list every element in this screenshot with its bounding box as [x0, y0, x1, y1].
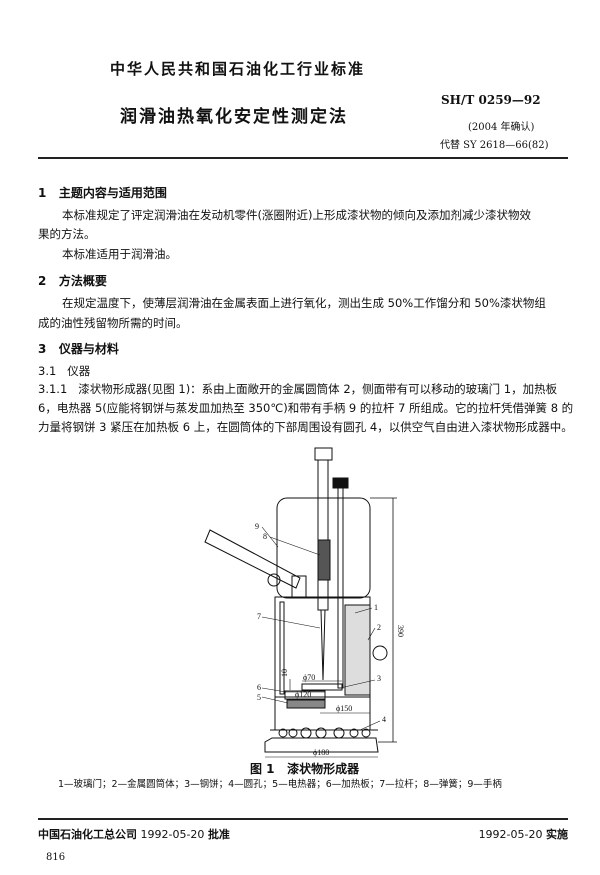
door-knob — [372, 645, 388, 661]
pull-rod — [317, 459, 329, 611]
paragraph: 本标准规定了评定润滑油在发动机零件(涨圈附近)上形成漆状物的倾向及添加剂减少漆状… — [62, 208, 531, 222]
figure-legend: 1—玻璃门；2—金属圆筒体；3—钢饼；4—圆孔；5—电热器；6—加热板；7—拉杆… — [58, 779, 502, 790]
impl-label: 实施 — [546, 828, 568, 841]
impl-date: 1992-05-20 — [478, 828, 543, 841]
section-3-heading: 3 仪器与材料 — [38, 340, 119, 357]
base — [264, 737, 379, 753]
text-line: 漆状物形成器(见图 1)：系由上面敞开的金属圆筒体 2，侧面带有可以移动的玻璃门… — [78, 382, 558, 396]
replaces-note: 代替 SY 2618—66(82) — [440, 140, 549, 151]
standard-code: SH/T 0259—92 — [441, 93, 541, 107]
spring — [317, 539, 331, 581]
subsection-title: 仪器 — [67, 364, 91, 378]
leader-lines — [261, 526, 381, 731]
approval-line: 中国石油化工总公司 1992-05-20 批准 — [38, 826, 230, 842]
height-dimension — [370, 497, 397, 743]
subsection-3-1-heading: 3.1 仪器 — [38, 362, 90, 381]
heater — [286, 699, 326, 709]
handle — [204, 529, 301, 589]
section-1-heading: 1 主题内容与适用范围 — [38, 184, 167, 201]
air-holes — [278, 727, 371, 739]
header-rule — [38, 157, 568, 159]
approve-label: 批准 — [207, 828, 230, 841]
pivot-bracket — [291, 575, 307, 599]
issuer: 中国石油化工总公司 — [38, 828, 137, 841]
paragraph: 6，电热器 5(应能将钢饼与蒸发皿加热至 350℃)和带有手柄 9 的拉杆 7 … — [38, 401, 574, 415]
figure-number: 图 1 — [250, 762, 275, 776]
threaded-rod — [337, 487, 344, 689]
page-title: 润滑油热氧化安定性测定法 — [120, 107, 348, 127]
section-2-heading: 2 方法概要 — [38, 272, 107, 289]
inner-wall — [279, 601, 285, 695]
figure-caption: 图 1 漆状物形成器 — [250, 760, 359, 777]
steel-disc — [301, 683, 343, 691]
rod-cap — [314, 447, 333, 461]
approve-date: 1992-05-20 — [140, 828, 205, 841]
implementation-line: 1992-05-20 实施 — [479, 826, 568, 842]
paragraph: 成的油性残留物所需的时间。 — [38, 316, 188, 330]
paragraph: 在规定温度下，使薄层润滑油在金属表面上进行氧化，测出生成 50%工作馏分和 50… — [62, 296, 546, 310]
paragraph: 本标准适用于润滑油。 — [62, 247, 177, 261]
subsection-number: 3.1 — [38, 364, 57, 378]
section-title: 仪器与材料 — [58, 342, 119, 356]
confirmed-note: (2004 年确认) — [468, 122, 535, 133]
footer-rule — [38, 818, 568, 820]
paragraph: 3.1.1 漆状物形成器(见图 1)：系由上面敞开的金属圆筒体 2，侧面带有可以… — [38, 380, 557, 399]
page-number: 816 — [46, 852, 66, 863]
adjust-knob — [332, 477, 349, 489]
paragraph: 果的方法。 — [38, 227, 96, 241]
section-number: 2 — [38, 274, 47, 288]
upper-housing — [276, 497, 371, 599]
org-standard-heading: 中华人民共和国石油化工行业标准 — [110, 60, 366, 78]
handle-pivot — [267, 573, 281, 587]
subsection-number: 3.1.1 — [38, 382, 68, 396]
paragraph: 力量将钢饼 3 紧压在加热板 6 上，在圆筒体的下部周围设有圆孔 4，以供空气自… — [38, 420, 573, 434]
section-number: 3 — [38, 342, 47, 356]
heating-plate — [284, 690, 326, 700]
section-number: 1 — [38, 186, 47, 200]
rod-tip — [320, 609, 326, 681]
glass-door — [344, 604, 371, 696]
section-title: 方法概要 — [58, 274, 107, 288]
figure-title: 漆状物形成器 — [287, 762, 360, 776]
diameter-dimensions — [265, 680, 378, 758]
section-title: 主题内容与适用范围 — [58, 186, 167, 200]
